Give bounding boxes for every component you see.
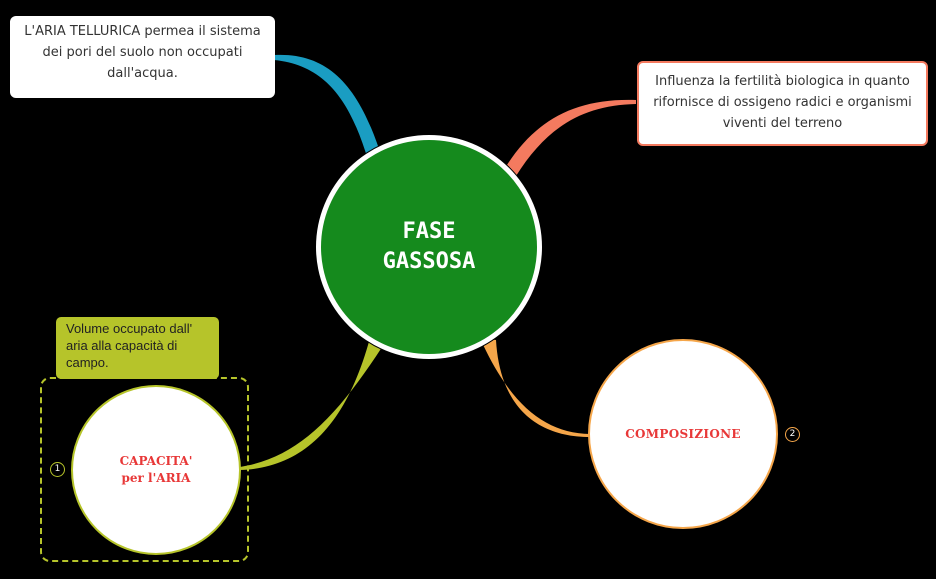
badge-number-2: 2	[785, 427, 800, 442]
central-topic-node[interactable]: FASE GASSOSA	[316, 135, 542, 359]
branch-composizione	[480, 338, 590, 437]
badge-1-text: 1	[54, 464, 61, 474]
topic-node-composizione[interactable]: COMPOSIZIONE	[588, 339, 778, 529]
badge-2-text: 2	[789, 429, 796, 439]
branch-fertility	[505, 99, 636, 176]
note-aria-tellurica[interactable]: L'ARIA TELLURICA permea il sistema dei p…	[10, 16, 275, 98]
branch-capacita	[240, 338, 384, 470]
badge-number-1: 1	[50, 462, 65, 477]
topic-node-capacita[interactable]: CAPACITA' per l'ARIA	[71, 385, 241, 555]
note-fertility-text: Influenza la fertilità biologica in quan…	[653, 74, 912, 131]
note-volume-text: Volume occupato dall' aria alla capacità…	[66, 321, 193, 370]
note-fertility[interactable]: Influenza la fertilità biologica in quan…	[637, 61, 928, 146]
topic-label-capacita: CAPACITA' per l'ARIA	[119, 454, 193, 485]
topic-label-composizione: COMPOSIZIONE	[625, 427, 741, 441]
branch-aria-tellurica	[274, 54, 382, 160]
note-aria-tellurica-text: L'ARIA TELLURICA permea il sistema dei p…	[24, 24, 261, 81]
central-topic-title: FASE GASSOSA	[382, 219, 476, 274]
note-volume-callout[interactable]: Volume occupato dall' aria alla capacità…	[56, 317, 219, 379]
